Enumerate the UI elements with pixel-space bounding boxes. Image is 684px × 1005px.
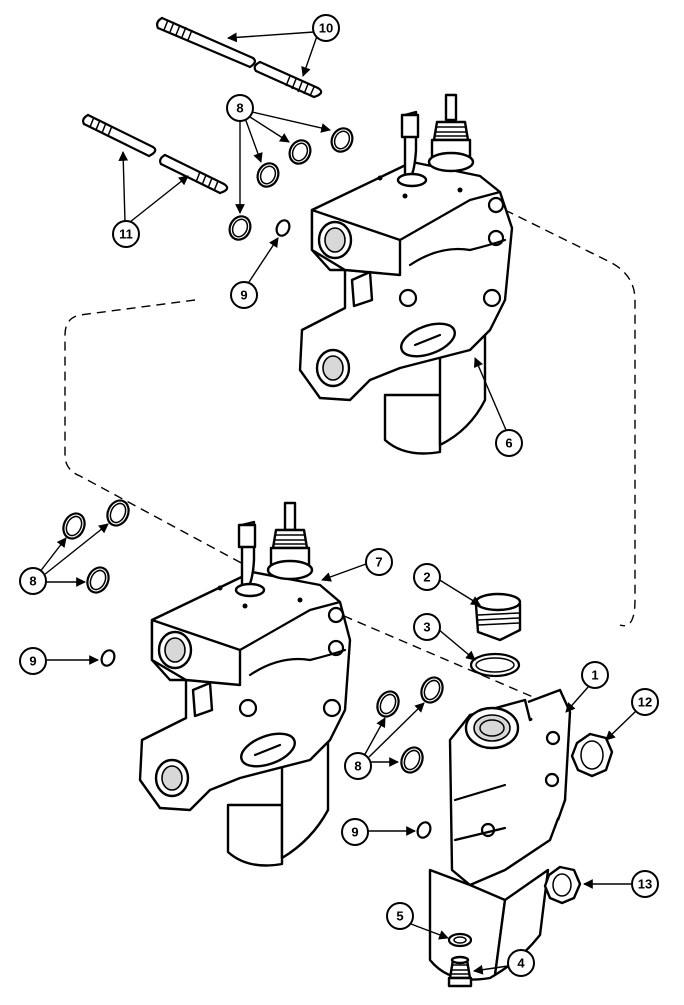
o-rings-right (376, 676, 444, 839)
callout-10: 10 (312, 14, 340, 42)
callout-6-label: 6 (505, 436, 512, 451)
callout-2-label: 2 (423, 570, 430, 585)
plug-2 (474, 592, 522, 642)
callout-9-right: 9 (341, 818, 369, 846)
plug-4 (447, 955, 473, 988)
callout-4: 4 (507, 949, 535, 977)
callout-12: 12 (631, 688, 659, 716)
callout-7: 7 (365, 548, 393, 576)
valve-section-6 (298, 93, 514, 455)
valve-section-7 (138, 501, 352, 867)
o-ring-5 (447, 932, 473, 948)
callout-4-label: 4 (517, 956, 525, 971)
callout-3-label: 3 (423, 620, 430, 635)
callouts: 10 11 8 9 6 8 9 7 (19, 14, 659, 977)
callout-13: 13 (631, 870, 659, 898)
o-rings-upper (228, 127, 354, 241)
alignment-dashed-lines (64, 209, 636, 701)
leader-lines (38, 31, 637, 975)
callout-8-upper: 8 (226, 94, 254, 122)
nut-12 (570, 732, 614, 778)
callout-1: 1 (581, 661, 609, 689)
o-rings-left (62, 499, 130, 667)
callout-8-right-label: 8 (354, 759, 361, 774)
callout-13-label: 13 (638, 877, 652, 892)
callout-8-left: 8 (19, 567, 47, 595)
callout-6: 6 (495, 429, 523, 457)
callout-8-left-label: 8 (29, 574, 36, 589)
callout-11: 11 (112, 220, 140, 248)
callout-8-right: 8 (344, 752, 372, 780)
nut-13 (543, 865, 582, 905)
callout-9-left: 9 (19, 647, 47, 675)
callout-11-label: 11 (119, 227, 133, 242)
end-cover-1 (428, 688, 572, 981)
callout-9-right-label: 9 (351, 825, 358, 840)
callout-1-label: 1 (591, 668, 598, 683)
callout-9-left-label: 9 (29, 654, 36, 669)
callout-9-upper-label: 9 (240, 288, 247, 303)
callout-8-upper-label: 8 (236, 101, 243, 116)
callout-12-label: 12 (638, 695, 652, 710)
callout-5: 5 (386, 902, 414, 930)
callout-3: 3 (413, 613, 441, 641)
o-ring-3 (469, 652, 521, 678)
callout-10-label: 10 (319, 21, 333, 36)
tie-rod-10 (156, 16, 323, 99)
callout-5-label: 5 (396, 909, 403, 924)
callout-2: 2 (413, 563, 441, 591)
callout-7-label: 7 (375, 555, 382, 570)
tie-rod-11 (82, 113, 229, 195)
callout-9-upper: 9 (230, 281, 258, 309)
